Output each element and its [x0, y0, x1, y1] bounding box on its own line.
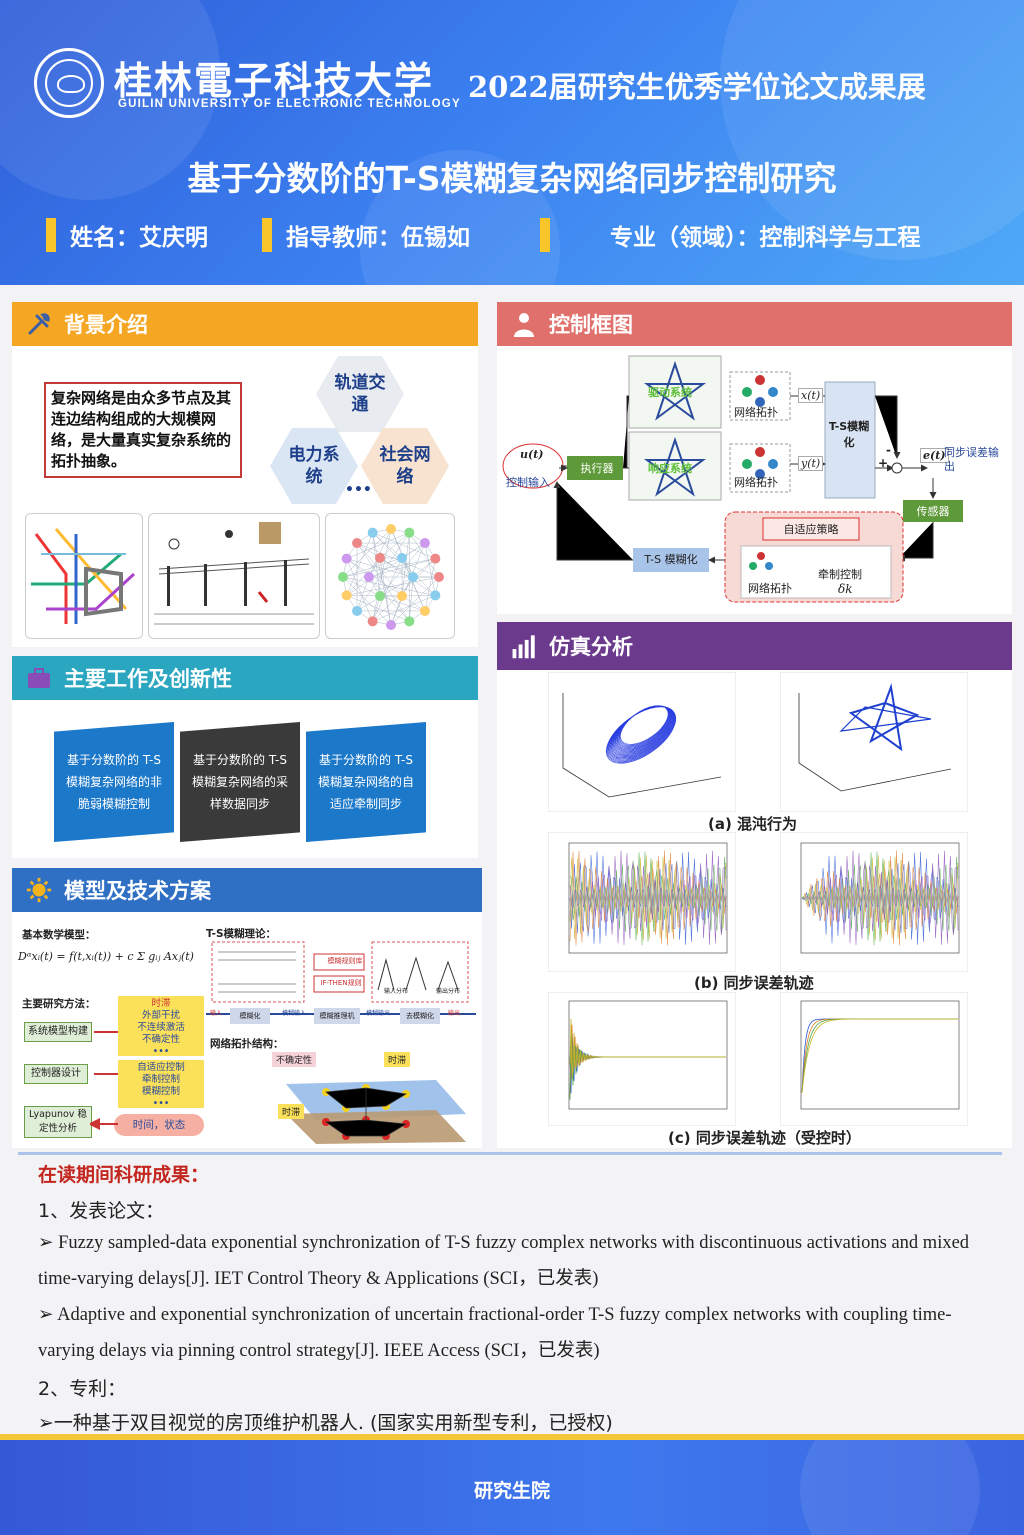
background-text: 复杂网络是由众多节点及其连边结构组成的大规模网络，是大量真实复杂系统的拓扑抽象。 — [44, 382, 242, 478]
minus-sign: - — [886, 443, 891, 457]
net-topo-label-3: 网络拓扑 — [748, 582, 792, 595]
student-name: 姓名：艾庆明 — [46, 218, 208, 252]
outputs-heading: 在读期间科研成果： — [38, 1164, 210, 1186]
io-fuzzy-input: 模糊输入 — [282, 1010, 307, 1017]
io-input: 输入 — [210, 1010, 223, 1017]
control-block-diagram — [502, 355, 963, 603]
step-lyapunov: Lyapunov 稳定性分析 — [24, 1106, 92, 1138]
uncertainty-tag: 不确定性 — [272, 1052, 317, 1067]
drive-system-label: 驱动系统 — [648, 386, 692, 399]
control-input-label: 控制输入 — [506, 476, 550, 489]
net-topo-label-2: 网络拓扑 — [734, 476, 778, 489]
controls-box: 自适应控制牵制控制模糊控制••• — [118, 1060, 204, 1109]
patent-item: ➢一种基于双目视觉的房顶维护机器人. (国家实用新型专利，已授权) — [38, 1412, 613, 1434]
error-plot-2 — [780, 832, 968, 972]
work-item-3: 基于分数阶的 T-S 模糊复杂网络的自适应牵制同步 — [306, 722, 426, 842]
caption-c: (c) 同步误差轨迹（受控时） — [668, 1129, 861, 1147]
error-plot-1 — [548, 832, 736, 972]
main-work-heading: 主要工作及创新性 — [12, 656, 478, 700]
ifthen-label: IF-THEN规则 — [320, 979, 362, 987]
method-arrows — [90, 1031, 118, 1134]
pinning-control-label: 牵制控制 — [818, 568, 862, 581]
ut-label: u(t) — [520, 448, 544, 461]
step-model-build: 系统模型构建 — [24, 1022, 92, 1042]
caption-a: (a) 混沌行为 — [708, 815, 798, 833]
step-controller-design: 控制器设计 — [24, 1064, 88, 1084]
xt-label: x(t) — [798, 388, 824, 403]
footer-stripe — [0, 1434, 1024, 1440]
university-name-cn: 桂林電子科技大学 — [114, 58, 435, 103]
power-grid-image — [148, 513, 320, 639]
ts-fuzzy-block-2: T-S 模糊化 — [644, 553, 698, 566]
paper-1: ➢ Fuzzy sampled-data exponential synchro… — [38, 1233, 970, 1289]
university-logo — [34, 48, 104, 118]
response-system-label: 响应系统 — [648, 462, 692, 475]
sensor-block: 传感器 — [916, 505, 950, 518]
patent-label: 2、专利： — [38, 1378, 127, 1400]
sun-gear-icon — [26, 877, 52, 903]
person-icon — [511, 311, 537, 337]
adaptive-strategy-block: 自适应策略 — [783, 523, 839, 536]
ts-fuzzy-block: T-S模糊化 — [828, 420, 870, 449]
io-output: 输出 — [448, 1010, 461, 1017]
papers-label: 1、发表论文： — [38, 1200, 165, 1222]
topology-label: 网络拓扑结构： — [210, 1038, 284, 1050]
yt-label: y(t) — [798, 456, 824, 471]
model-heading: 模型及技术方案 — [12, 868, 482, 912]
controlled-error-plot-1 — [548, 992, 736, 1126]
time-state-label: 时间，状态 — [114, 1114, 204, 1136]
work-item-2: 基于分数阶的 T-S 模糊复杂网络的采样数据同步 — [180, 722, 300, 842]
poster-header: 桂林電子科技大学 GUILIN UNIVERSITY OF ELECTRONIC… — [0, 0, 1024, 285]
defuzzify-block: 去模糊化 — [400, 1008, 440, 1024]
bar-chart-icon — [511, 633, 537, 659]
divider-line — [18, 1152, 1002, 1155]
basic-model-equation: Dᵅxᵢ(t) = f(t,xᵢ(t)) + c Σ gᵢⱼ Axⱼ(t) — [18, 950, 194, 963]
delay-tag-2: 时滞 — [278, 1104, 305, 1119]
ts-fuzzy-label: T-S模糊理论： — [206, 928, 277, 940]
basic-model-label: 基本数学模型： — [22, 929, 96, 941]
social-network-image — [325, 513, 455, 639]
net-topo-label-1: 网络拓扑 — [734, 406, 778, 419]
university-name-en: GUILIN UNIVERSITY OF ELECTRONIC TECHNOLO… — [118, 98, 461, 110]
chaos-plot-1 — [548, 672, 736, 812]
delta-k-label: δk — [838, 582, 853, 596]
controlled-error-plot-2 — [780, 992, 968, 1126]
actuator-block: 执行器 — [580, 462, 614, 475]
topology-diagram — [286, 1080, 466, 1144]
methods-label: 主要研究方法： — [22, 998, 96, 1010]
metro-map-image — [25, 513, 143, 639]
inference-block: 模糊推理机 — [314, 1008, 360, 1024]
delay-tag-1: 时滞 — [384, 1052, 411, 1067]
chaos-plot-2 — [780, 672, 968, 812]
work-item-1: 基于分数阶的 T-S 模糊复杂网络的非脆弱模糊控制 — [54, 722, 174, 842]
et-label: e(t) — [920, 448, 949, 463]
footer-text: 研究生院 — [473, 1480, 550, 1502]
sync-error-label: 同步误差输出 — [944, 446, 999, 473]
io-input-dist: 输入分布 — [384, 988, 409, 995]
exhibition-title: 2022届研究生优秀学位论文成果展 — [468, 70, 926, 104]
factors-box: 时滞外部干扰不连续激活不确定性••• — [118, 996, 204, 1057]
control-heading: 控制框图 — [497, 302, 1012, 346]
poster-title: 基于分数阶的T-S模糊复杂网络同步控制研究 — [187, 159, 837, 198]
poster-footer: 研究生院 — [0, 1440, 1024, 1535]
major-name: 专业（领域）：控制科学与工程 — [540, 218, 921, 252]
simulation-heading: 仿真分析 — [497, 622, 1012, 670]
advisor-name: 指导教师：伍锡如 — [262, 218, 470, 252]
fuzzy-rules-label: 模糊规则库 — [327, 957, 363, 965]
background-heading: 背景介绍 — [12, 302, 478, 346]
caption-b: (b) 同步误差轨迹 — [694, 974, 814, 992]
fuzzify-block: 模糊化 — [230, 1008, 270, 1024]
tools-icon — [26, 311, 52, 337]
paper-2: ➢ Adaptive and exponential synchronizati… — [38, 1305, 952, 1361]
briefcase-icon — [26, 665, 52, 691]
io-fuzzy-output: 模糊输出 — [366, 1010, 391, 1017]
hex-ellipsis: ••• — [345, 482, 372, 498]
io-output-dist: 输出分布 — [436, 988, 461, 995]
plus-sign: + — [878, 456, 889, 470]
